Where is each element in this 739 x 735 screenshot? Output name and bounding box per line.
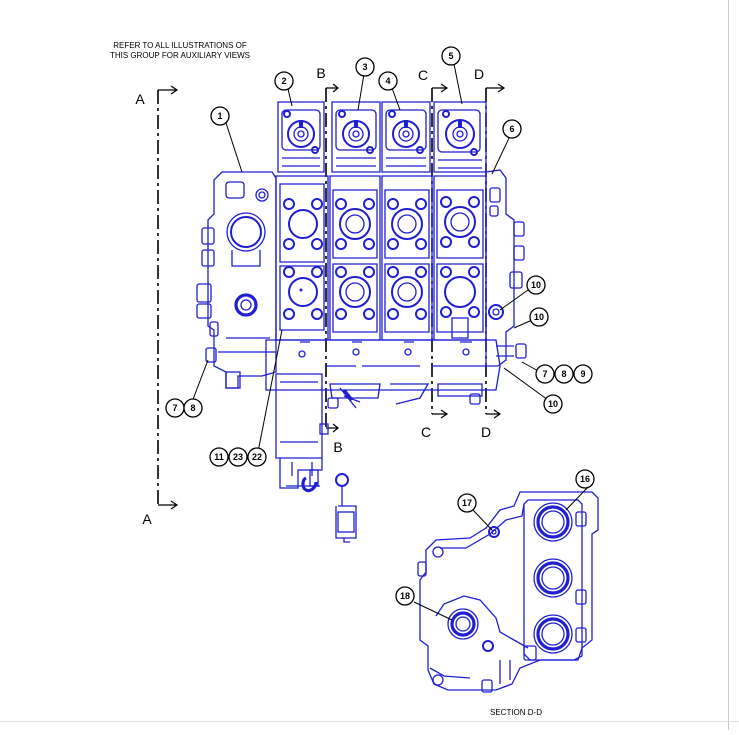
callout-1-label: 1 bbox=[217, 111, 222, 121]
callout-10b-label: 10 bbox=[534, 312, 544, 322]
section-line-b: B B bbox=[316, 65, 342, 455]
section-label-d-bottom: D bbox=[481, 424, 491, 440]
callout-6[interactable]: 6 bbox=[502, 119, 522, 139]
callout-18[interactable]: 18 bbox=[395, 586, 415, 606]
callout-23[interactable]: 23 bbox=[228, 447, 248, 467]
callout-2-label: 2 bbox=[281, 76, 286, 86]
callout-9[interactable]: 9 bbox=[573, 364, 593, 384]
callout-8-right[interactable]: 8 bbox=[554, 364, 574, 384]
solenoid-cap-1 bbox=[277, 101, 325, 173]
callout-10a[interactable]: 10 bbox=[526, 275, 546, 295]
callout-9-label: 9 bbox=[580, 369, 585, 379]
control-valve-assembly bbox=[196, 101, 527, 543]
section-label-c-top: C bbox=[418, 67, 428, 83]
callout-23-label: 23 bbox=[233, 452, 243, 462]
bottom-edge-rule bbox=[0, 721, 739, 722]
section-d-d-view: SECTION D-D bbox=[417, 491, 599, 717]
section-label-a-top: A bbox=[135, 91, 145, 107]
callout-18-label: 18 bbox=[400, 591, 410, 601]
callout-4[interactable]: 4 bbox=[378, 71, 398, 91]
note-line-1: REFER TO ALL ILLUSTRATIONS OF bbox=[113, 41, 247, 50]
solenoid-cap-3 bbox=[381, 101, 431, 173]
callout-8-left[interactable]: 8 bbox=[183, 398, 203, 418]
callout-6-label: 6 bbox=[509, 124, 514, 134]
callout-11[interactable]: 11 bbox=[209, 447, 229, 467]
callout-8-left-label: 8 bbox=[190, 403, 195, 413]
callout-22-label: 22 bbox=[252, 452, 262, 462]
callout-17[interactable]: 17 bbox=[457, 493, 477, 513]
right-edge-rule bbox=[728, 0, 729, 730]
solenoid-cap-2 bbox=[331, 101, 381, 173]
callout-2[interactable]: 2 bbox=[274, 71, 294, 91]
section-label-b-top: B bbox=[316, 65, 325, 81]
section-label-a-bottom: A bbox=[142, 511, 152, 527]
callout-5[interactable]: 5 bbox=[441, 46, 461, 66]
callout-10c-label: 10 bbox=[548, 399, 558, 409]
callout-16[interactable]: 16 bbox=[575, 469, 595, 489]
callout-7-left-label: 7 bbox=[172, 403, 177, 413]
leader-lines bbox=[191, 63, 589, 621]
callout-5-label: 5 bbox=[448, 51, 453, 61]
callout-10a-label: 10 bbox=[531, 280, 541, 290]
callout-3-label: 3 bbox=[362, 62, 367, 72]
section-d-d-title: SECTION D-D bbox=[490, 708, 542, 717]
callout-4-label: 4 bbox=[385, 76, 390, 86]
note-line-2: THIS GROUP FOR AUXILIARY VIEWS bbox=[110, 51, 250, 60]
section-label-b-bottom: B bbox=[333, 439, 342, 455]
section-label-c-bottom: C bbox=[421, 424, 431, 440]
callout-22[interactable]: 22 bbox=[247, 447, 267, 467]
callout-10b[interactable]: 10 bbox=[529, 307, 549, 327]
callout-7-right[interactable]: 7 bbox=[535, 364, 555, 384]
callout-17-label: 17 bbox=[462, 498, 472, 508]
solenoid-cap-4 bbox=[433, 101, 487, 173]
callout-7-left[interactable]: 7 bbox=[165, 398, 185, 418]
section-label-d-top: D bbox=[474, 66, 484, 82]
callout-8-right-label: 8 bbox=[561, 369, 566, 379]
callout-3[interactable]: 3 bbox=[355, 57, 375, 77]
section-line-a: A A bbox=[135, 85, 179, 527]
callout-7-right-label: 7 bbox=[542, 369, 547, 379]
callout-11-label: 11 bbox=[214, 452, 224, 462]
callout-10c[interactable]: 10 bbox=[543, 394, 563, 414]
callout-16-label: 16 bbox=[580, 474, 590, 484]
callout-1[interactable]: 1 bbox=[210, 106, 230, 126]
